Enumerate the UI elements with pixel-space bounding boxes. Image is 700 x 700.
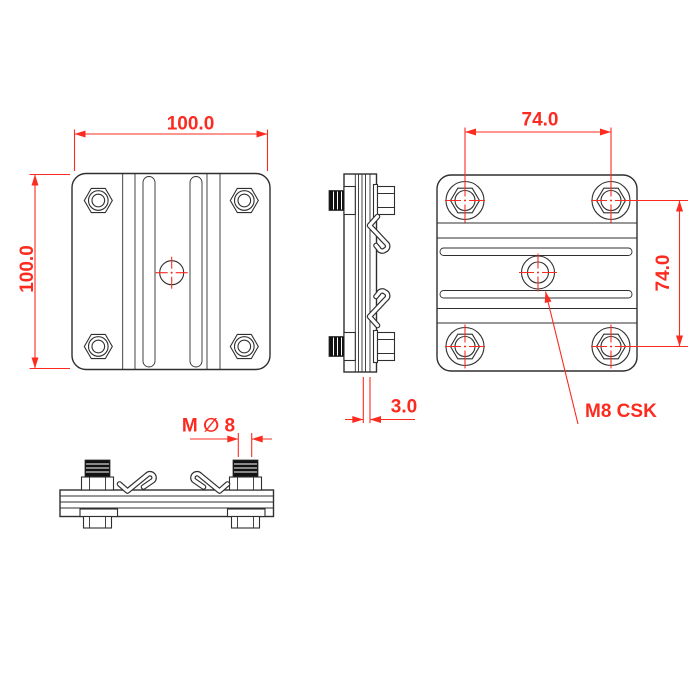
back-center-hole [519, 253, 557, 292]
hex-nut-side [82, 515, 113, 529]
back-lower-groove [439, 290, 633, 299]
dim-front-width-text: 100.0 [167, 114, 215, 135]
bottom-view: M ∅ 8 [59, 416, 275, 529]
dim-front-height-text: 100.0 [17, 245, 38, 293]
front-corner-bolts [83, 187, 259, 360]
hex-nut [229, 333, 259, 360]
threaded-stud [328, 190, 345, 211]
bolt-end [445, 324, 485, 369]
dimension-hole-pitch-horizontal: 74.0 [464, 110, 612, 179]
hex-nut [83, 333, 113, 360]
center-hole-leader: M8 CSK [544, 291, 657, 425]
hex-nut-side [230, 515, 261, 529]
dim-thickness-text: 3.0 [391, 397, 417, 418]
hex-nut-side [376, 185, 396, 216]
dimension-front-width: 100.0 [73, 114, 269, 171]
dim-hole-pitch-horizontal-text: 74.0 [522, 110, 559, 131]
side-spring-clips [366, 213, 391, 329]
bolt-end [445, 178, 485, 223]
bolt-end [591, 324, 631, 369]
side-bottom-bolt [328, 329, 396, 364]
back-view: 74.0 74.0 M8 CSK [436, 110, 688, 425]
dimension-plate-thickness: 3.0 [345, 377, 417, 423]
back-upper-groove [439, 247, 633, 256]
back-corner-bolts [445, 178, 631, 369]
bottom-spring-clips [116, 470, 231, 494]
front-view: 100.0 100.0 [17, 114, 271, 371]
hex-nut [83, 187, 113, 214]
front-right-slot [189, 176, 203, 368]
center-hole-note-text: M8 CSK [585, 401, 657, 422]
side-view: 3.0 [328, 173, 417, 423]
dim-hole-pitch-vertical-text: 74.0 [653, 255, 674, 292]
dimension-front-height: 100.0 [17, 173, 70, 370]
side-top-bolt [328, 183, 396, 218]
dimension-stud-thread: M ∅ 8 [182, 416, 272, 457]
bottom-plate-outline [59, 489, 275, 518]
bottom-right-bolt [226, 459, 266, 529]
threaded-stud [328, 336, 345, 357]
bolt-end [591, 178, 631, 223]
front-left-slot [142, 176, 156, 368]
front-plate-outline [71, 172, 271, 371]
hex-nut-side [376, 331, 396, 362]
hex-nut [229, 187, 259, 214]
side-plate-outline [343, 173, 378, 373]
dim-stud-thread-text: M ∅ 8 [182, 416, 235, 437]
bottom-left-bolt [79, 459, 119, 529]
dimension-hole-pitch-vertical: 74.0 [631, 199, 688, 348]
back-plate-outline [436, 174, 638, 372]
